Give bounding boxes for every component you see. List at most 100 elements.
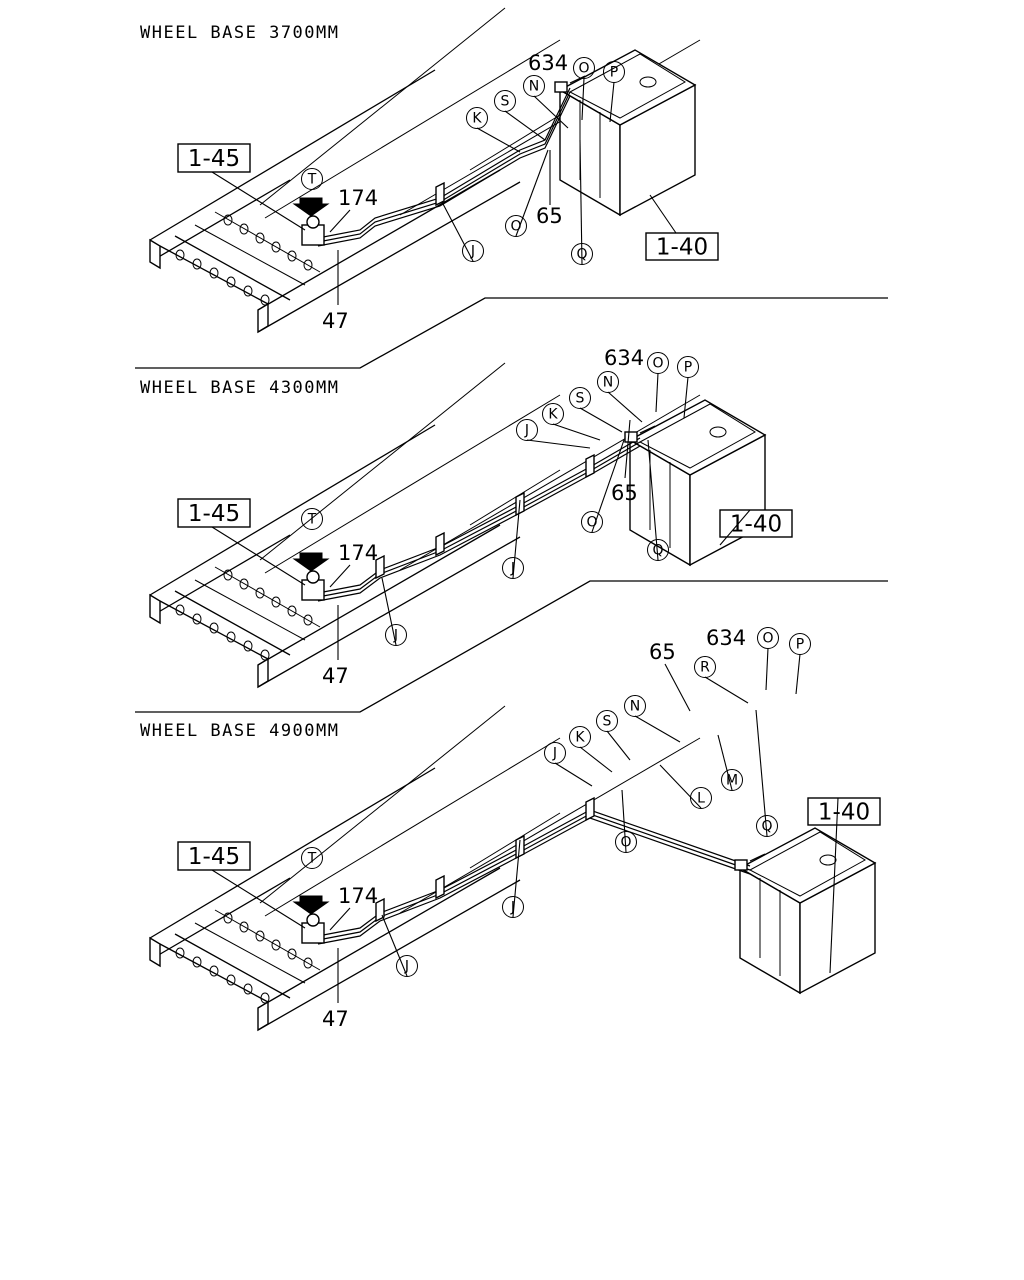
callout-o: O [615,831,637,853]
leader-line [329,907,351,931]
callout-s: S [494,90,516,112]
callout-j: J [385,624,407,646]
leader-line [512,839,521,918]
leader-line [476,127,521,153]
leader-line [329,564,351,588]
cross-member-end [149,238,161,270]
callout-letter: J [393,628,398,644]
reference-box-label: 1-40 [730,512,782,538]
fuel-pipe [317,817,751,945]
leader-line [719,509,751,546]
frame-hole [243,640,253,652]
leader-line [829,797,839,974]
frame-hole [255,930,265,942]
frame-rail-lower-edge [149,179,291,263]
pipe-connector [734,859,748,871]
frame-hole [226,276,236,288]
cross-member-end [257,657,269,689]
frame-hole [255,232,265,244]
frame-hole [226,974,236,986]
callout-circle [690,787,712,809]
frame-rail-near-edge [257,879,521,1031]
panel-title: WHEEL BASE 4300MM [140,378,340,398]
leader-line [381,577,397,646]
part-number-65: 65 [611,481,638,505]
callout-n: N [523,75,545,97]
cross-member-edge [214,566,321,628]
leader-line [664,663,691,712]
callout-letter: J [404,959,409,975]
frame-hole [271,939,281,951]
frame-hole [192,258,202,270]
frame-hole [243,983,253,995]
fuel-filter-cap [306,913,320,927]
frame-hole [243,285,253,297]
part-number-47: 47 [322,1007,349,1031]
part-number-174: 174 [338,186,378,210]
frame-hole [303,614,313,626]
pipe-clamp [515,834,525,860]
leader-line [329,209,351,233]
frame-hole [192,613,202,625]
frame-rail-lower-edge [149,877,291,961]
callout-j: J [396,955,418,977]
callout-letter: P [684,360,692,376]
frame-hole [175,249,185,261]
callout-letter: S [603,714,612,730]
chassis-frame [149,7,701,334]
frame-hole [287,948,297,960]
part-number-47: 47 [322,309,349,333]
fuel-pipe-riser [639,425,656,434]
callout-letter: Q [652,543,663,559]
callout-circle [615,831,637,853]
frame-hole [175,947,185,959]
cross-member-end [149,936,161,968]
cross-member-edge [214,211,321,273]
callout-letter: Q [761,819,772,835]
fuel-pipe-assembly [292,796,766,945]
leader-line [647,439,659,561]
leader-line [795,653,801,695]
callout-circle [581,511,603,533]
frame-hole [239,223,249,235]
part-number-174: 174 [338,541,378,565]
reference-box-frame [807,797,881,826]
frame-guide-line [399,737,701,914]
pipe-clamp [585,453,595,479]
callout-letter: K [575,730,585,746]
pipe-clamp [435,874,445,900]
panel-separator-line [135,297,888,369]
cross-member-edge [214,909,321,971]
frame-guide-line [399,394,701,571]
frame-rail-near-edge [257,524,501,666]
callout-letter: O [620,835,631,851]
callout-letter: P [796,637,804,653]
frame-rail-upper-edge [149,767,436,939]
leader-line [755,709,768,837]
fuel-tank-rim [748,831,866,897]
reference-box-label: 1-45 [188,844,240,870]
callout-o: O [581,511,603,533]
callout-circle [301,508,323,530]
leader-line [655,372,659,413]
callout-o: O [757,627,779,649]
frame-guide-line [264,39,561,219]
leader-line [526,439,591,449]
pipe-connector [624,431,638,443]
callout-circle [462,240,484,262]
callout-circle [502,896,524,918]
callout-letter: T [307,512,317,528]
callout-letter: J [510,561,515,577]
leader-line [579,407,623,433]
leader-line [765,647,769,691]
leader-line [624,419,631,479]
callout-letter: P [610,65,618,81]
callout-letter: N [630,699,640,715]
callout-letter: O [586,515,597,531]
callout-l: L [690,787,712,809]
callout-circle [301,168,323,190]
leader-line [515,149,549,237]
callout-s: S [569,387,591,409]
